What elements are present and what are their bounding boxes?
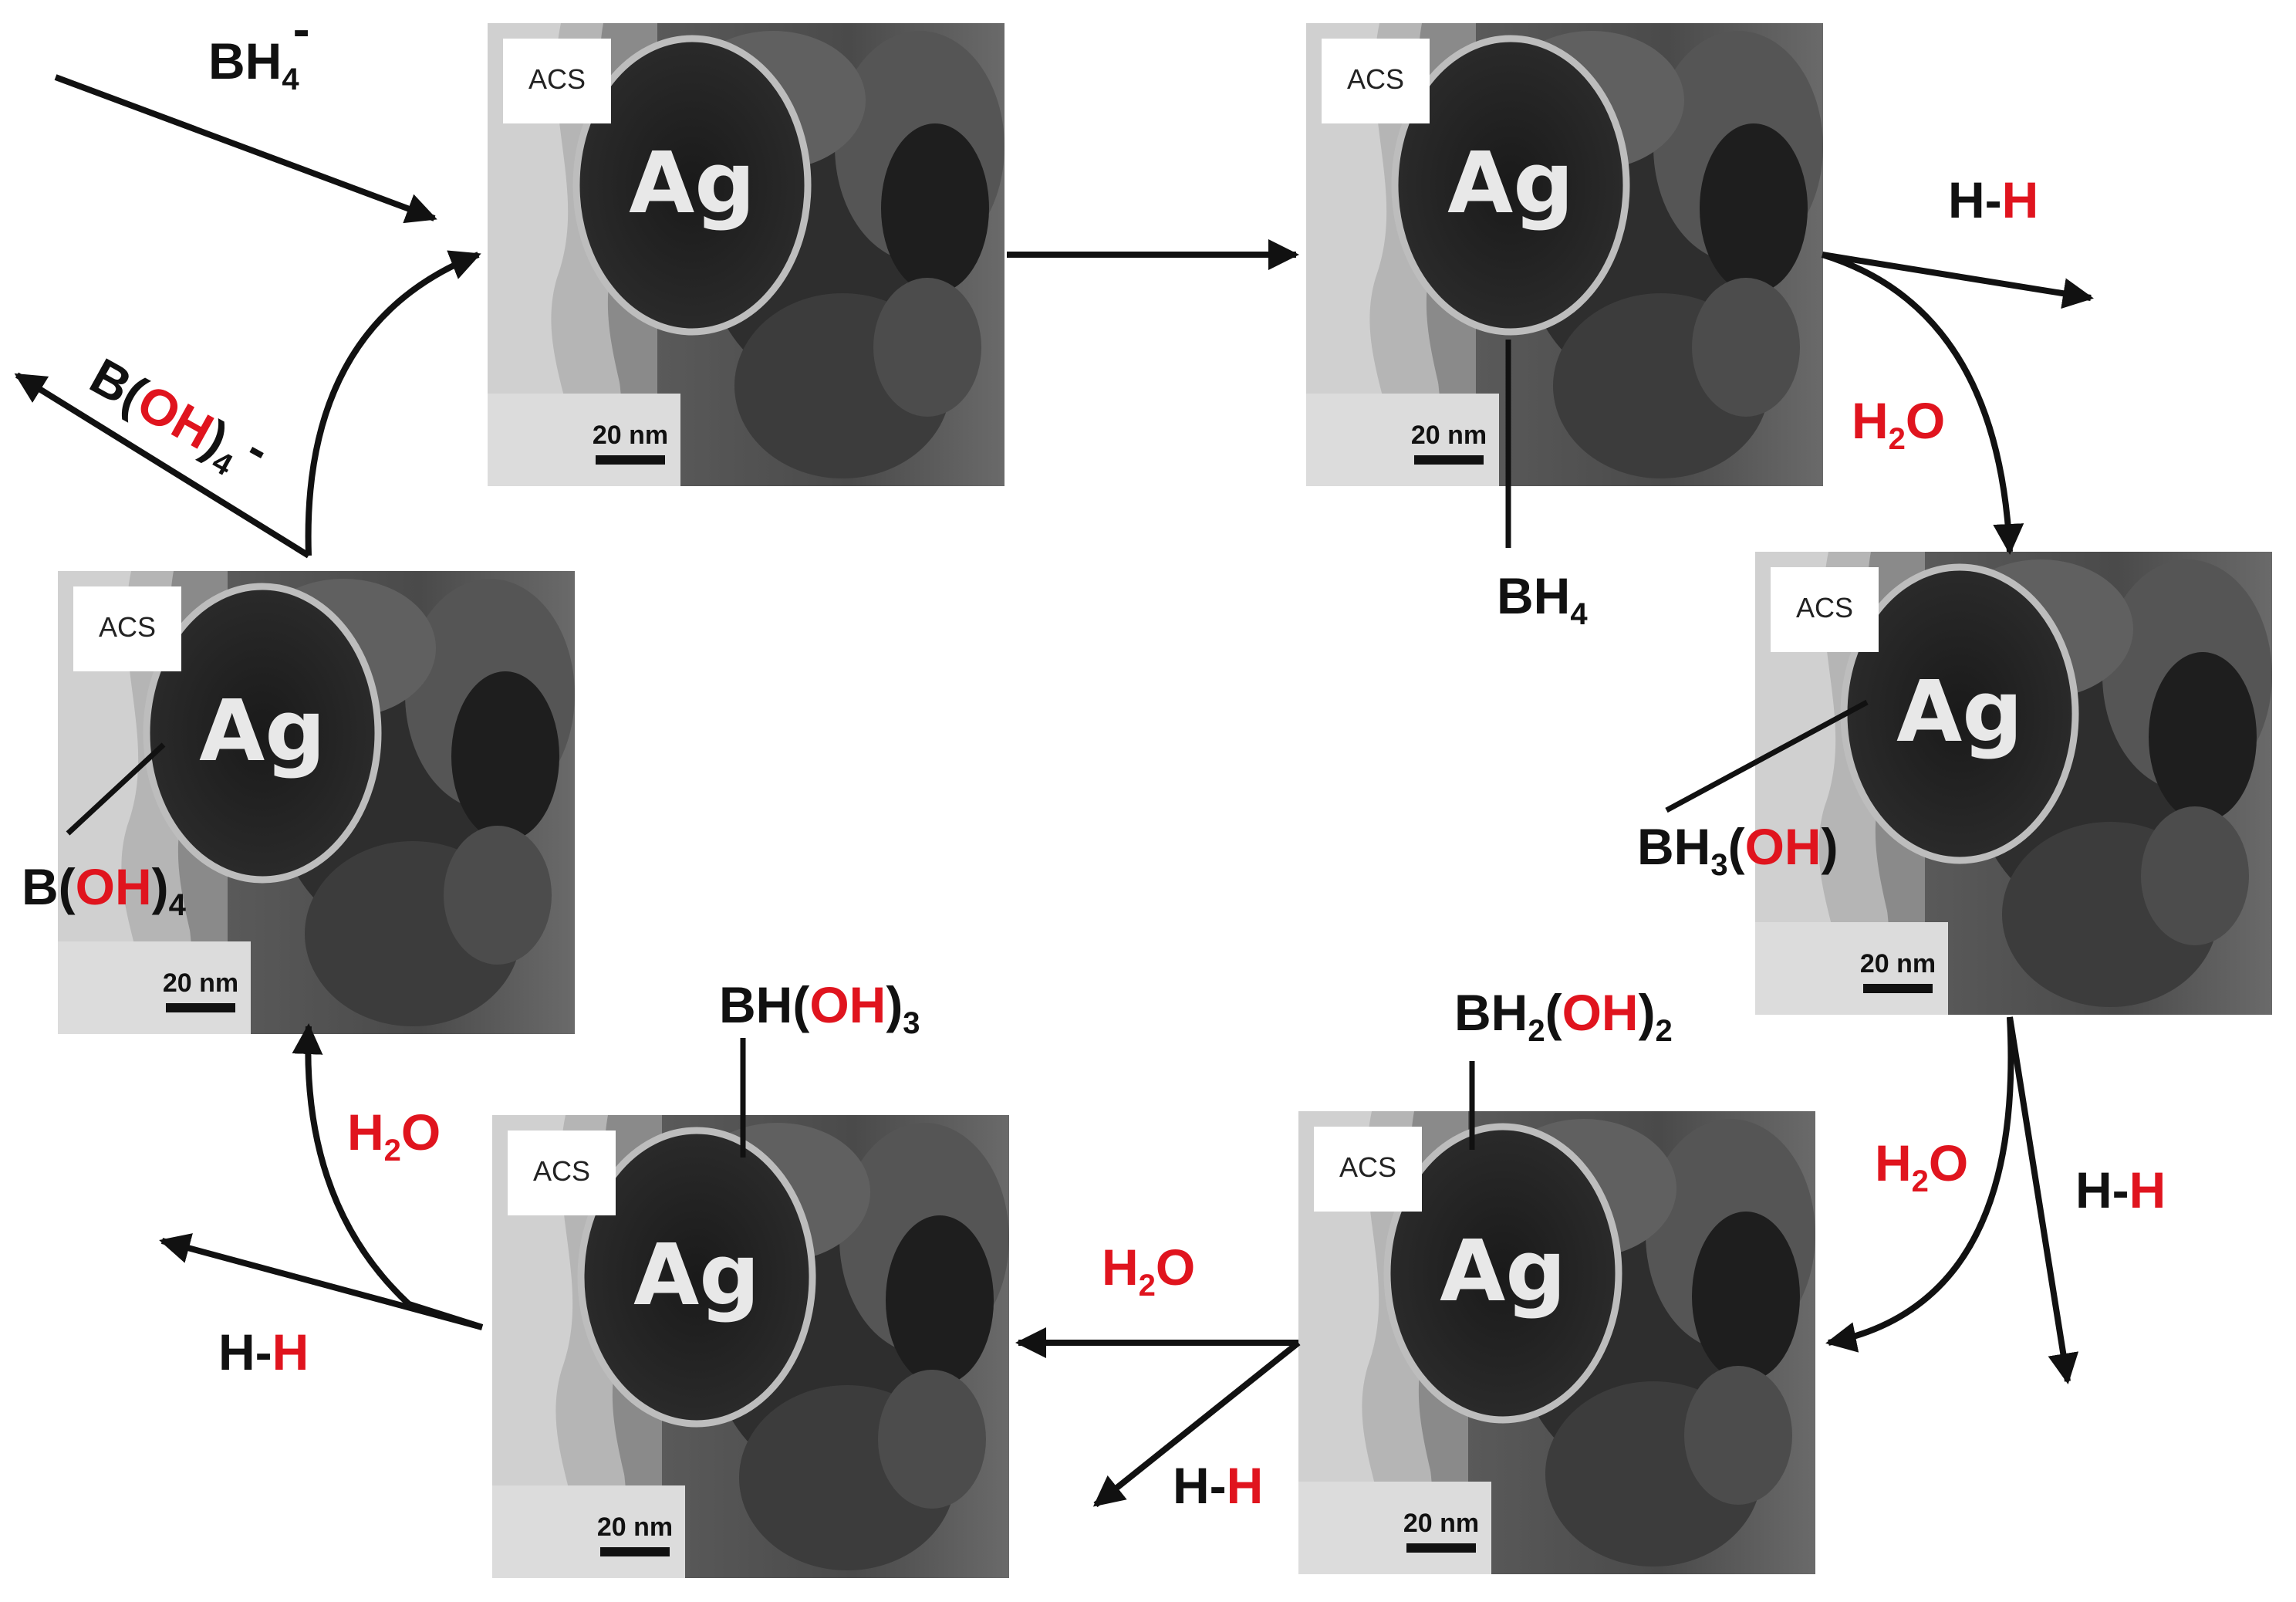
label-bh2oh2: BH2(OH)2 — [1454, 984, 1673, 1048]
arrow-hh-out-3 — [1092, 1340, 1301, 1508]
label-bh3oh: BH3(OH) — [1637, 818, 1838, 882]
ag-label: Ag — [1440, 1222, 1566, 1320]
arrow-cycle-return — [305, 250, 481, 556]
tem-panel-1: ACS Ag 20 nm — [488, 23, 1004, 486]
label-hh-2: H-H — [2075, 1161, 2166, 1218]
arrow-h2o-step-5 — [292, 1023, 411, 1306]
ag-label: Ag — [633, 1225, 760, 1324]
arrow-hh-out-2 — [2007, 1016, 2079, 1384]
label-hh-4: H-H — [218, 1323, 309, 1381]
ag-label: Ag — [199, 681, 326, 780]
acs-label: ACS — [99, 611, 156, 643]
ag-label: Ag — [1896, 662, 2023, 761]
acs-label: ACS — [1796, 592, 1853, 624]
arrow-boh4-minus-out — [14, 372, 311, 559]
label-h2o-3: H2O — [1102, 1239, 1195, 1303]
arrow-hh-link-4 — [407, 1301, 484, 1330]
label-hh-1: H-H — [1948, 171, 2038, 228]
acs-label: ACS — [533, 1155, 590, 1187]
label-boh4: B(OH)4 — [22, 858, 187, 922]
scale-bar-label: 20 nm — [1860, 949, 1936, 978]
label-bhoh3: BH(OH)3 — [719, 976, 920, 1040]
label-h2o-4: H2O — [347, 1103, 441, 1168]
scale-bar-label: 20 nm — [593, 421, 668, 450]
arrow-h2o-step-2 — [1821, 252, 2024, 555]
label-h2o-2: H2O — [1875, 1134, 1968, 1198]
bond-bh3oh — [1665, 699, 1869, 813]
tem-panel-2: ACS Ag 20 nm — [1306, 23, 1823, 486]
scale-bar-label: 20 nm — [1403, 1509, 1479, 1538]
label-bh4: BH4 — [1497, 567, 1588, 631]
label-h2o-1: H2O — [1852, 392, 1945, 456]
tem-panel-4: ACS Ag 20 nm — [1298, 1111, 1815, 1574]
tem-panel-3: ACS Ag 20 nm — [1755, 552, 2272, 1015]
acs-label: ACS — [528, 63, 586, 95]
label-hh-3: H-H — [1173, 1457, 1263, 1514]
scale-bar-label: 20 nm — [1411, 421, 1487, 450]
arrow-bh4-minus-in — [54, 74, 437, 224]
tem-panel-6: ACS Ag 20 nm — [58, 571, 575, 1034]
scale-bar-label: 20 nm — [163, 968, 238, 998]
ag-label: Ag — [1447, 134, 1574, 232]
tem-panel-5: ACS Ag 20 nm — [492, 1115, 1009, 1578]
arrow-h2o-step-3 — [1825, 1016, 2014, 1353]
acs-label: ACS — [1347, 63, 1404, 95]
label-bh4-minus: BH4- — [208, 0, 310, 96]
acs-label: ACS — [1339, 1151, 1396, 1183]
bond-boh4 — [66, 742, 166, 836]
arrow-hh-out-1 — [1822, 252, 2094, 309]
scale-bar-label: 20 nm — [597, 1512, 673, 1542]
label-boh4-minus: B(OH)4- — [78, 336, 280, 495]
ag-label: Ag — [629, 134, 755, 232]
